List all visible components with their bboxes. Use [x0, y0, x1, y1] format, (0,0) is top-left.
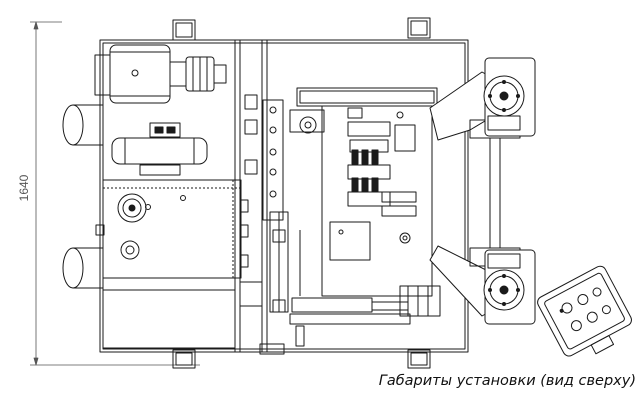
center-column: [244, 94, 289, 313]
lower-wheel: [483, 253, 525, 311]
dimension-label: 1640: [17, 174, 31, 202]
dimension-line: [30, 21, 200, 366]
central-machinery: [289, 87, 438, 297]
figure-caption: Габариты установки (вид сверху): [378, 373, 636, 389]
main-frame: [99, 39, 469, 353]
remote-pendant: [537, 265, 632, 357]
upper-wheel: [483, 75, 525, 131]
bottom-cylinder: [289, 285, 441, 347]
control-plate: [95, 179, 249, 279]
motor: [94, 44, 227, 104]
lower-box: [102, 281, 285, 355]
cylinder-assembly: [111, 122, 208, 176]
left-tanks: [62, 104, 104, 289]
mounting-feet: [172, 17, 431, 369]
